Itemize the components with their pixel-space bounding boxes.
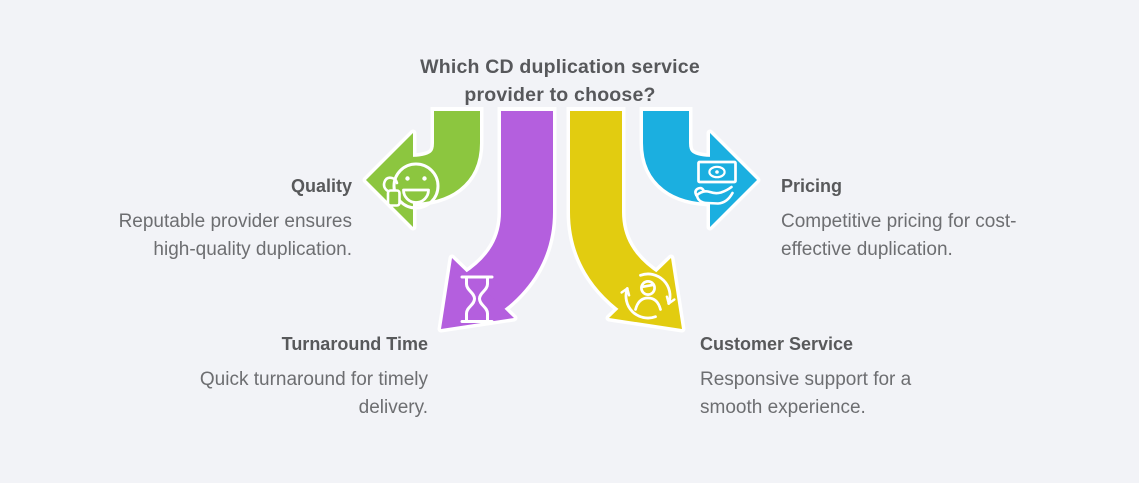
turnaround-time-arrow	[437, 107, 557, 333]
person-refresh-icon	[620, 272, 676, 320]
page-title-line1: Which CD duplication service	[420, 56, 700, 78]
pricing-arrow	[639, 107, 761, 231]
quality-description: Reputable provider ensures high-quality …	[118, 211, 352, 260]
hourglass-icon	[460, 275, 494, 323]
turnaround-time-description: Quick turnaround for timely delivery.	[199, 369, 428, 418]
customer-service-label: Customer Service	[700, 334, 854, 354]
customer-service-description: Responsive support for a smooth experien…	[700, 369, 912, 418]
page-title-line2: provider to choose?	[464, 84, 656, 106]
pricing-label: Pricing	[781, 176, 843, 196]
page-title: Which CD duplication service provider to…	[335, 53, 785, 109]
quality-label: Quality	[290, 176, 352, 196]
pricing-description: Competitive pricing for cost- effective …	[781, 211, 1017, 260]
money-in-hand-icon	[694, 160, 737, 205]
thumbs-up-smiley-icon	[382, 162, 440, 210]
quality-arrow	[362, 107, 484, 231]
turnaround-time-label: Turnaround Time	[281, 334, 428, 354]
